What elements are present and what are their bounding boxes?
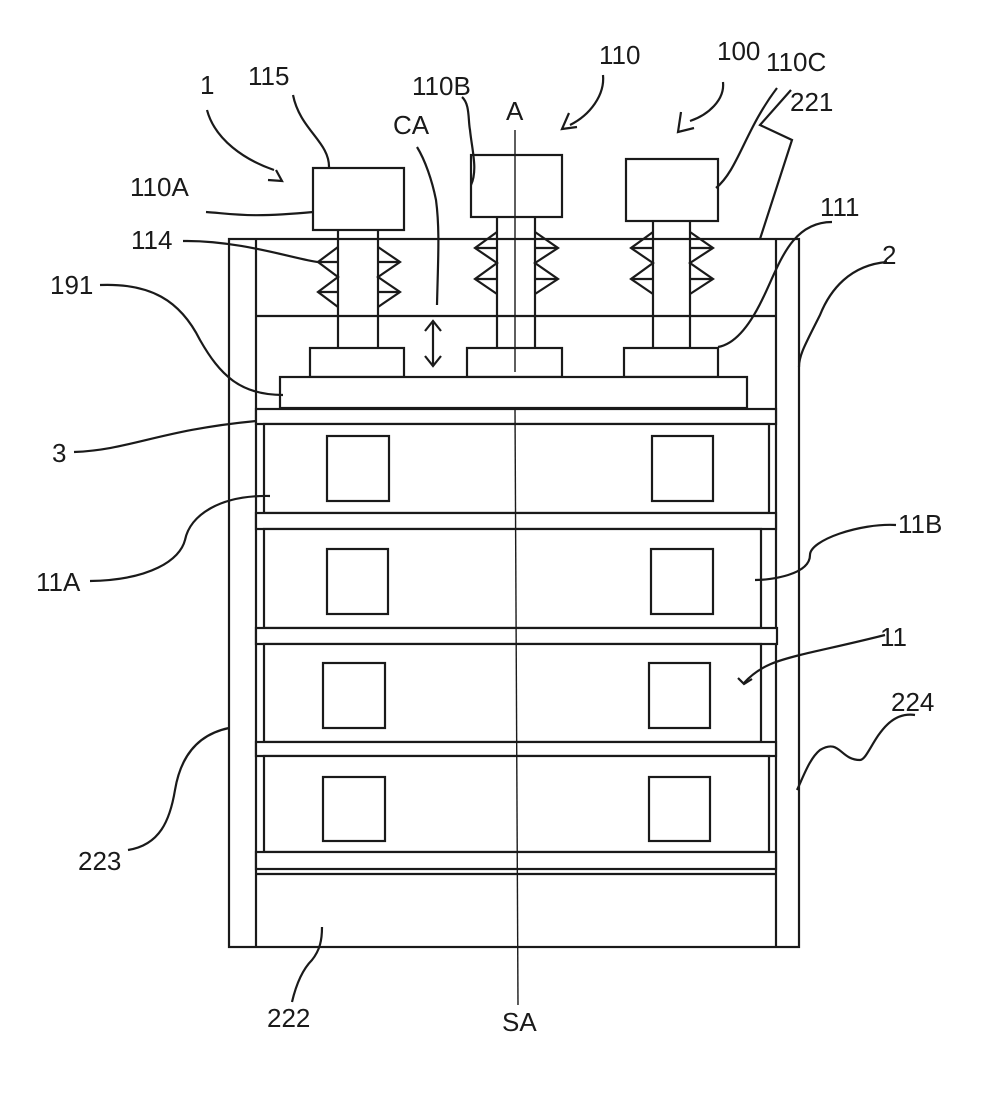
label-110: 110 xyxy=(599,40,640,70)
label-2: 2 xyxy=(882,240,896,270)
label-222: 222 xyxy=(267,1003,310,1033)
label-110C: 110C xyxy=(766,47,826,77)
label-11B: 11B xyxy=(898,509,942,539)
label-111: 111 xyxy=(820,192,860,222)
label-3: 3 xyxy=(52,438,66,468)
label-224: 224 xyxy=(891,687,934,717)
label-110B: 110B xyxy=(412,71,471,101)
label-1: 1 xyxy=(200,70,214,100)
label-11A: 11A xyxy=(36,567,81,597)
label-CA: CA xyxy=(393,110,430,140)
label-221: 221 xyxy=(790,87,833,117)
label-110A: 110A xyxy=(130,172,189,202)
label-A: A xyxy=(506,96,524,126)
label-11: 11 xyxy=(880,622,907,652)
label-100: 100 xyxy=(717,36,760,66)
pressure-plate xyxy=(280,377,747,408)
label-114: 114 xyxy=(131,225,172,255)
label-191: 191 xyxy=(50,270,93,300)
label-115: 115 xyxy=(248,61,289,91)
label-SA: SA xyxy=(502,1007,537,1037)
label-223: 223 xyxy=(78,846,121,876)
